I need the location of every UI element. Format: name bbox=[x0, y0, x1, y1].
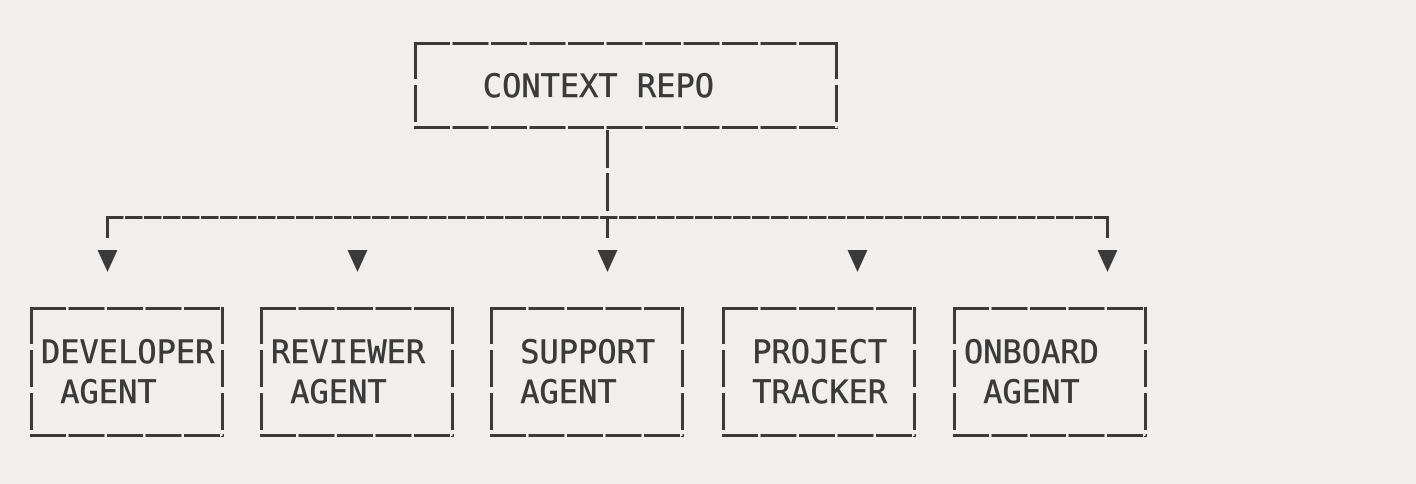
node-context-repo: CONTEXT REPO bbox=[417, 42, 835, 129]
branch-end-stubs bbox=[106, 217, 1109, 238]
node-label-line: AGENT bbox=[964, 373, 1080, 412]
node-label-line: AGENT bbox=[501, 373, 617, 412]
arrow-down-icon bbox=[847, 250, 868, 272]
arrow-down-icon bbox=[1097, 250, 1118, 272]
node-label-line: TRACKER bbox=[733, 373, 888, 412]
node-label-line: SUPPORT bbox=[501, 333, 656, 372]
arrow-down-icon bbox=[97, 250, 118, 272]
arrow-down-icon bbox=[597, 250, 618, 272]
node-label-line: AGENT bbox=[271, 373, 387, 412]
node-label-line: ONBOARD bbox=[964, 333, 1099, 372]
box-border-vertical-edges bbox=[30, 42, 1147, 437]
box-border-horizontal-edges bbox=[30, 42, 1147, 437]
node-project-tracker: PROJECT TRACKER bbox=[725, 307, 913, 437]
node-label-line: DEVELOPER bbox=[41, 333, 215, 372]
node-developer-agent: DEVELOPER AGENT bbox=[33, 307, 221, 437]
node-reviewer-agent: REVIEWER AGENT bbox=[263, 307, 451, 437]
arrow-down-icon bbox=[347, 250, 368, 272]
node-support-agent: SUPPORT AGENT bbox=[493, 307, 681, 437]
node-onboard-agent: ONBOARD AGENT bbox=[956, 307, 1144, 437]
node-label-line: AGENT bbox=[41, 373, 157, 412]
node-label-line: PROJECT bbox=[733, 333, 888, 372]
node-label-line: CONTEXT REPO bbox=[425, 66, 715, 105]
node-label-line: REVIEWER bbox=[271, 333, 426, 372]
